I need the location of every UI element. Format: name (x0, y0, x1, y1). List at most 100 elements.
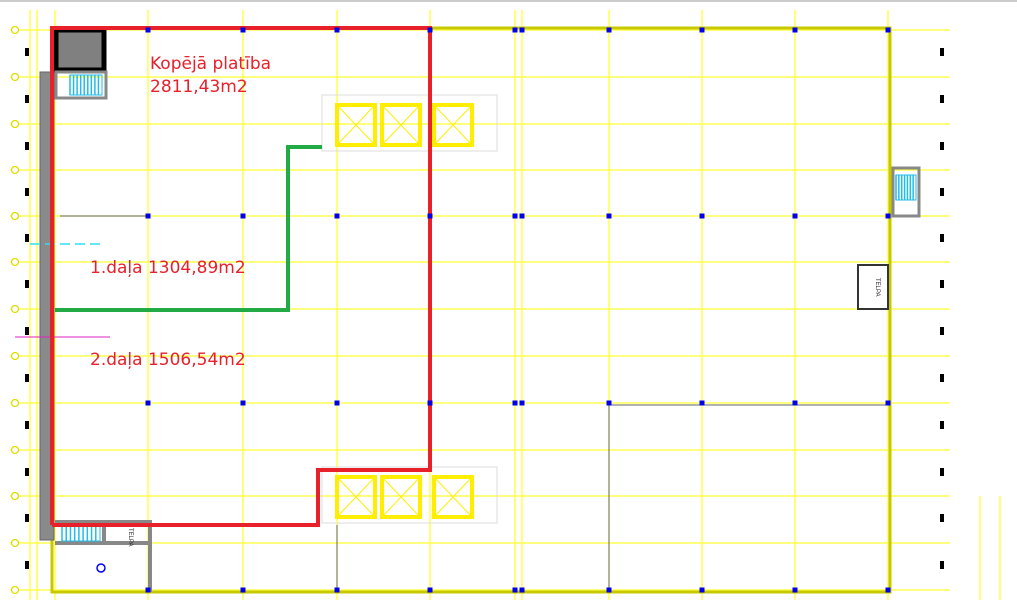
stair-top-left (54, 70, 108, 100)
room-label: TELPA (874, 278, 880, 297)
room-label: TELPA (127, 528, 133, 547)
wall-marker (940, 421, 944, 429)
column (885, 213, 891, 219)
column (699, 587, 705, 593)
grid-bubble (10, 491, 20, 501)
column (427, 587, 433, 593)
column (606, 27, 612, 33)
column (606, 213, 612, 219)
lift-shaft (335, 475, 377, 519)
column (512, 27, 518, 33)
part2-area-label: 2.daļa 1506,54m2 (90, 350, 246, 370)
column (792, 400, 798, 406)
grid-bubble (10, 538, 20, 548)
column (792, 213, 798, 219)
column (519, 587, 525, 593)
column (885, 27, 891, 33)
wall-marker (25, 421, 29, 429)
column (885, 587, 891, 593)
column (334, 213, 340, 219)
column (334, 587, 340, 593)
wall-marker (940, 514, 944, 522)
grid-bubble (10, 445, 20, 455)
column (145, 27, 151, 33)
grid-bubble (10, 211, 20, 221)
wall-marker (940, 327, 944, 335)
lift-shaft (432, 475, 474, 519)
column (334, 27, 340, 33)
grid-bubble (10, 304, 20, 314)
wall-marker (25, 48, 29, 56)
wall-marker (25, 327, 29, 335)
wall-marker (25, 95, 29, 103)
column (699, 213, 705, 219)
column (699, 400, 705, 406)
lift-shaft (432, 103, 474, 147)
column (792, 587, 798, 593)
column (427, 213, 433, 219)
wall-marker (25, 561, 29, 569)
lift-cross (381, 476, 421, 518)
column (427, 27, 433, 33)
wall-marker (940, 95, 944, 103)
column (145, 587, 151, 593)
lift-cross (336, 476, 376, 518)
wall-marker (25, 468, 29, 476)
column (512, 587, 518, 593)
column (512, 400, 518, 406)
wall-marker (25, 142, 29, 150)
wall-marker (25, 188, 29, 196)
total-area-title: Kopējā platība (150, 54, 272, 74)
stair-right (891, 166, 921, 218)
column (606, 400, 612, 406)
wall-marker (940, 468, 944, 476)
lift-lobby (321, 94, 498, 152)
column (606, 587, 612, 593)
lift-cross (433, 104, 473, 146)
grid-bubble (10, 398, 20, 408)
wall-marker (940, 48, 944, 56)
lift-cross (336, 104, 376, 146)
wall-marker (940, 561, 944, 569)
boundary-part1-part2 (55, 145, 322, 312)
column (519, 27, 525, 33)
part1-area-label: 1.daļa 1304,89m2 (90, 258, 246, 278)
column (885, 400, 891, 406)
column (427, 400, 433, 406)
column (699, 27, 705, 33)
lift-lobby (321, 466, 498, 524)
lift-shaft (380, 475, 422, 519)
shaft (53, 27, 107, 73)
grid-bubble (10, 257, 20, 267)
column (145, 400, 151, 406)
wall-marker (940, 374, 944, 382)
stair (69, 74, 103, 96)
column (512, 213, 518, 219)
lift-cross (433, 476, 473, 518)
column (145, 213, 151, 219)
wall-marker (940, 280, 944, 288)
grid-bubble (10, 585, 20, 595)
column (240, 400, 246, 406)
wall-marker (25, 514, 29, 522)
column (334, 400, 340, 406)
grid-bubble (10, 119, 20, 129)
wall-marker (940, 234, 944, 242)
column (519, 213, 525, 219)
wall-marker (25, 234, 29, 242)
wall-marker (25, 374, 29, 382)
grid-bubble (10, 165, 20, 175)
lift-cross (381, 104, 421, 146)
stair (895, 174, 917, 201)
lift-shaft (380, 103, 422, 147)
lift-shaft (335, 103, 377, 147)
column (519, 400, 525, 406)
column (240, 27, 246, 33)
column (240, 213, 246, 219)
boundary-total (50, 26, 432, 527)
grid-bubble (10, 72, 20, 82)
wall-marker (940, 142, 944, 150)
total-area-value: 2811,43m2 (150, 77, 248, 97)
wall-marker (940, 188, 944, 196)
